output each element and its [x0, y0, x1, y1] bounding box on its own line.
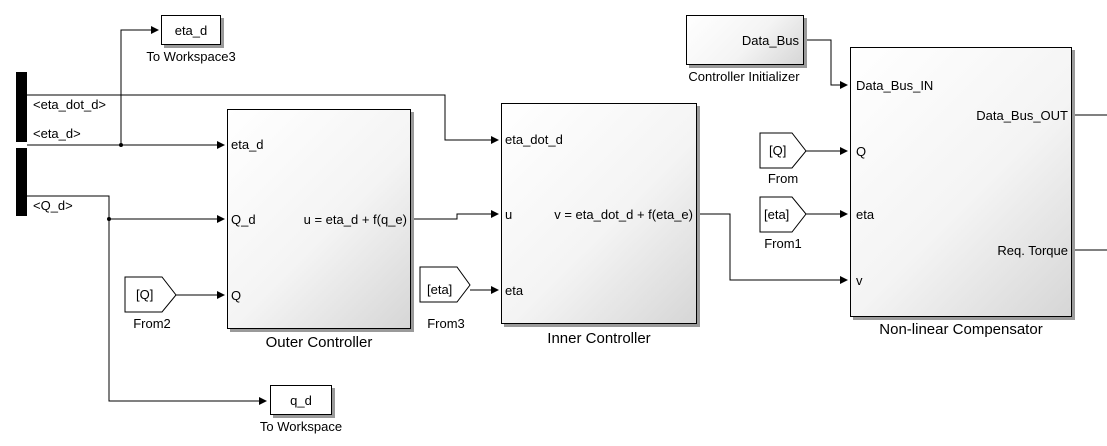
to-workspace-variable: q_d [290, 392, 312, 408]
wire-u [411, 210, 499, 220]
wire-q-d [27, 195, 225, 223]
from3-block [419, 266, 471, 303]
from3-tag[interactable]: [eta] [427, 282, 453, 297]
wire-data-bus [804, 39, 848, 89]
to-workspace-block[interactable]: q_d [270, 385, 332, 415]
branch-point-q-d [107, 217, 111, 221]
outer-controller-caption: Outer Controller [265, 334, 373, 351]
to-workspace3-variable: eta_d [174, 22, 208, 38]
from1-caption: From1 [764, 236, 802, 251]
from2-tag[interactable]: [Q] [136, 287, 154, 302]
bus-selector-input-port [16, 141, 27, 149]
wire-v [697, 213, 848, 284]
compensator-input-eta: eta [856, 207, 875, 222]
to-workspace3-block[interactable]: eta_d [161, 15, 221, 45]
wire-eta-dot-d [27, 94, 499, 144]
compensator-input-q: Q [856, 144, 867, 159]
controller-initializer-caption: Controller Initializer [688, 69, 800, 84]
wire-eta-d-workspace [120, 26, 159, 145]
nonlinear-compensator-block[interactable]: Data_Bus_IN Q eta v Data_Bus_OUT Req. To… [850, 47, 1072, 317]
compensator-input-v: v [856, 273, 863, 288]
outer-input-eta-d: eta_d [231, 137, 264, 152]
bus-signal-eta-dot-d: <eta_dot_d> [33, 97, 107, 112]
inner-output-v: v = eta_dot_d + f(eta_e) [554, 207, 693, 222]
from2-block [124, 276, 177, 313]
wire-q-d-workspace [108, 219, 267, 405]
from3-caption: From3 [427, 316, 465, 331]
controller-initializer-output: Data_Bus [741, 33, 799, 48]
inner-input-eta: eta [505, 283, 524, 298]
branch-point-eta-d [119, 143, 123, 147]
controller-initializer-block[interactable]: Data_Bus [686, 15, 804, 65]
from2-caption: From2 [133, 316, 171, 331]
compensator-output-req-torque: Req. Torque [997, 243, 1068, 258]
outer-controller-block[interactable]: eta_d Q_d Q u = eta_d + f(q_e) [227, 109, 411, 329]
from1-tag[interactable]: [eta] [764, 207, 790, 222]
from1-block [759, 196, 807, 233]
to-workspace3-caption: To Workspace3 [146, 49, 236, 64]
outer-input-q-d: Q_d [231, 212, 256, 227]
bus-signal-q-d: <Q_d> [33, 198, 73, 213]
compensator-caption: Non-linear Compensator [879, 321, 1043, 338]
to-workspace-caption: To Workspace [259, 419, 343, 434]
compensator-input-data-bus-in: Data_Bus_IN [856, 78, 934, 93]
from-tag[interactable]: [Q] [769, 143, 787, 158]
bus-signal-eta-d: <eta_d> [33, 126, 81, 141]
inner-input-eta-dot-d: eta_dot_d [505, 132, 563, 147]
inner-controller-block[interactable]: eta_dot_d u eta v = eta_dot_d + f(eta_e) [501, 103, 697, 324]
from-block [759, 132, 807, 169]
inner-input-u: u [505, 207, 513, 222]
outer-output-u: u = eta_d + f(q_e) [303, 212, 407, 227]
inner-controller-caption: Inner Controller [547, 330, 651, 347]
compensator-output-data-bus-out: Data_Bus_OUT [976, 108, 1068, 123]
outer-input-q: Q [231, 288, 242, 303]
from-caption: From [767, 171, 799, 186]
